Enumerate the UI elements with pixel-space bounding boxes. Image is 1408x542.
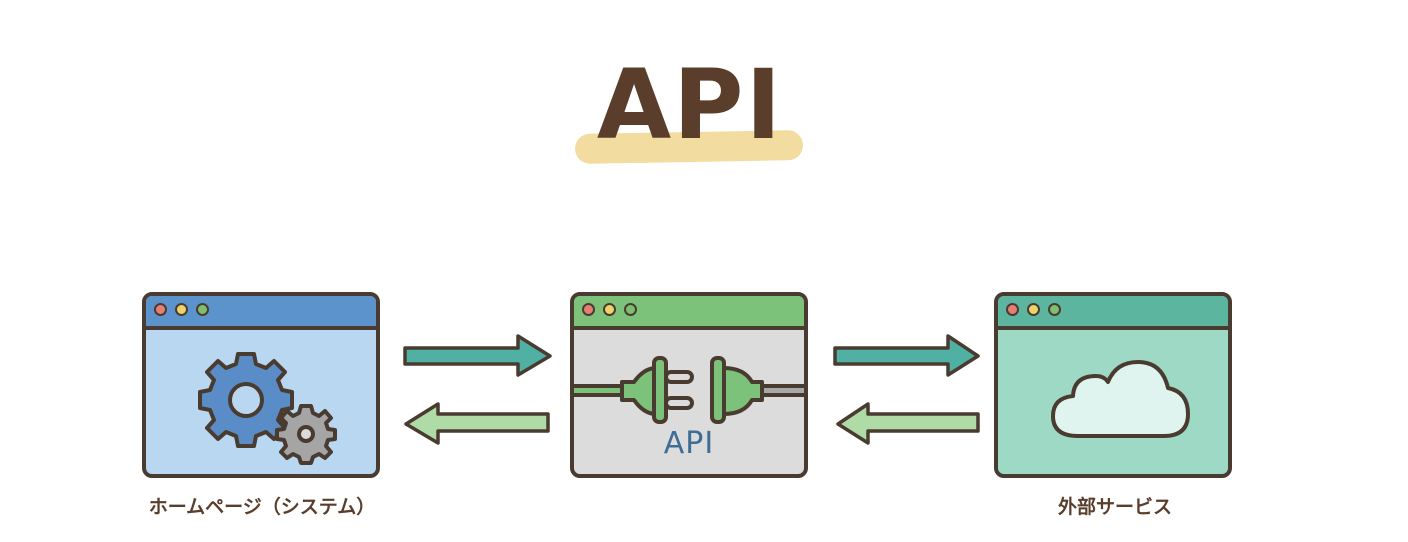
minimize-dot-icon <box>175 303 188 316</box>
external-service-caption: 外部サービス <box>1057 496 1172 518</box>
homepage-window <box>142 292 380 478</box>
external-service-window <box>994 292 1232 478</box>
window-titlebar <box>146 296 376 330</box>
page-title: API <box>596 49 784 161</box>
maximize-dot-icon <box>196 303 209 316</box>
arrow-api-to-homepage <box>404 402 550 445</box>
close-dot-icon <box>1006 303 1019 316</box>
window-titlebar <box>574 296 804 330</box>
maximize-dot-icon <box>624 303 637 316</box>
cloud-icon <box>1051 360 1190 438</box>
close-dot-icon <box>154 303 167 316</box>
plug-icon <box>574 356 804 424</box>
close-dot-icon <box>582 303 595 316</box>
minimize-dot-icon <box>603 303 616 316</box>
homepage-caption: ホームページ（システム） <box>148 496 376 518</box>
minimize-dot-icon <box>1027 303 1040 316</box>
arrow-homepage-to-api <box>403 334 552 377</box>
maximize-dot-icon <box>1048 303 1061 316</box>
arrow-external-to-api <box>836 402 980 445</box>
title-block: API <box>574 49 805 170</box>
api-inner-label: API <box>663 426 715 461</box>
gears-icon <box>198 352 337 465</box>
api-window: API <box>570 292 808 478</box>
arrow-api-to-external <box>833 334 980 377</box>
window-titlebar <box>998 296 1228 330</box>
